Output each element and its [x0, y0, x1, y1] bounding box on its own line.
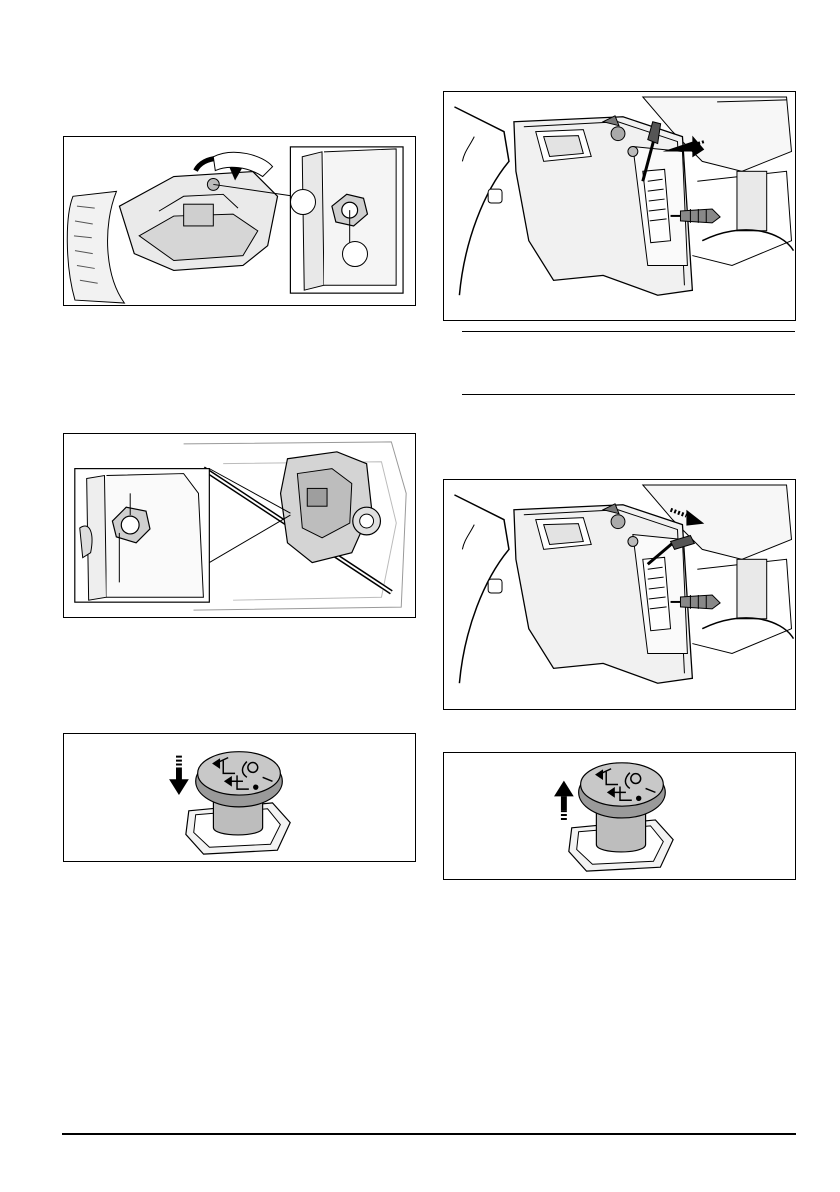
pedal-press-illustration	[64, 734, 415, 861]
figure-lever-back	[443, 479, 796, 710]
lever-forward-illustration	[444, 92, 795, 320]
note-rule-bottom	[462, 394, 795, 395]
footer-rule	[62, 1133, 796, 1135]
note-rule-top	[462, 331, 795, 332]
figure-tension-nut	[63, 136, 416, 306]
transmission-illustration	[64, 434, 415, 617]
figure-pedal-press	[63, 733, 416, 862]
figure-pedal-release	[443, 752, 796, 880]
figure-transmission-nut	[63, 433, 416, 618]
arrow-up-icon	[554, 781, 574, 822]
callout-1	[290, 189, 316, 215]
callout-2	[342, 241, 368, 267]
lever-back-illustration	[444, 480, 795, 709]
figure-lever-forward	[443, 91, 796, 321]
tension-nut-illustration	[64, 137, 415, 305]
pedal-release-illustration	[444, 753, 795, 879]
arrow-down-icon	[169, 756, 189, 795]
